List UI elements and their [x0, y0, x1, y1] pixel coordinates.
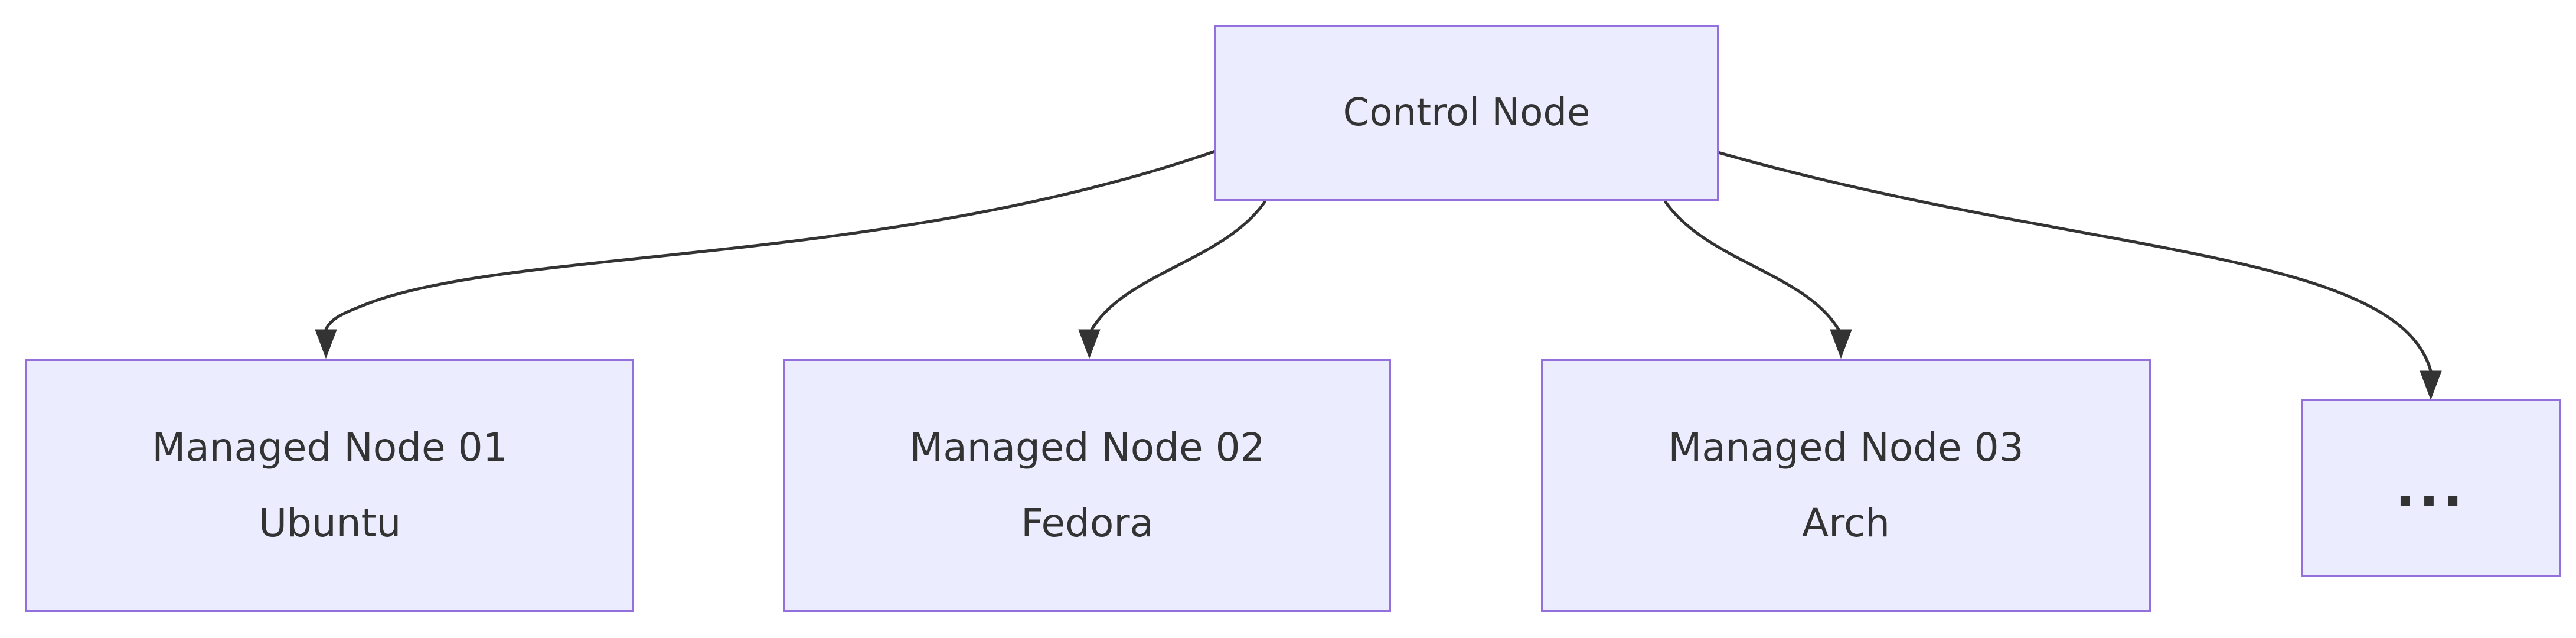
node-control: Control Node — [1214, 25, 1719, 201]
node-managed-02-subtitle: Fedora — [1021, 500, 1154, 546]
node-managed-03: Managed Node 03 Arch — [1541, 359, 2151, 612]
edge-arrowhead-down-icon — [2420, 370, 2442, 401]
edge-arrowhead-down-icon — [1830, 329, 1852, 359]
node-more-ellipsis: ... — [2301, 399, 2561, 577]
node-managed-03-subtitle: Arch — [1802, 500, 1890, 546]
node-managed-02-title: Managed Node 02 — [909, 425, 1265, 470]
edge-control-to-managed1-path — [324, 149, 1217, 331]
edge-arrowhead-down-icon — [1078, 329, 1101, 359]
node-managed-02: Managed Node 02 Fedora — [783, 359, 1391, 612]
edge-control-to-managed3-path — [1664, 200, 1840, 331]
edge-control-to-more-path — [1716, 151, 2433, 373]
edge-control-to-managed2-path — [1090, 200, 1266, 331]
edge-control-to-managed3 — [1664, 200, 1852, 359]
node-managed-01: Managed Node 01 Ubuntu — [25, 359, 634, 612]
node-control-label: Control Node — [1343, 91, 1591, 135]
node-managed-03-title: Managed Node 03 — [1668, 425, 2024, 470]
node-managed-01-subtitle: Ubuntu — [258, 500, 401, 546]
edge-control-to-managed2 — [1078, 200, 1266, 359]
node-managed-01-title: Managed Node 01 — [152, 425, 508, 470]
node-more-ellipsis-label: ... — [2395, 457, 2467, 519]
edge-control-to-managed1 — [315, 149, 1217, 359]
edge-arrowhead-down-icon — [315, 329, 337, 359]
